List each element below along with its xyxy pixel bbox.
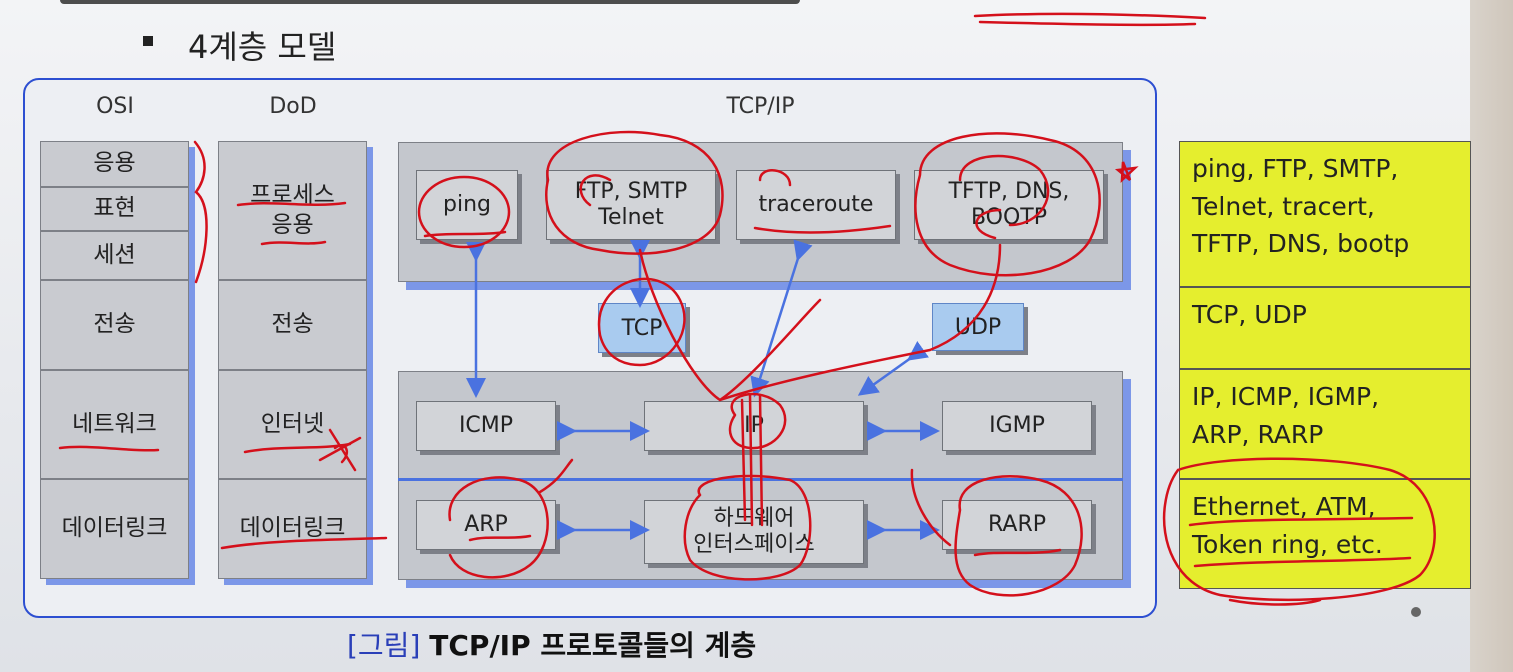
protocol-arrows [466,239,940,540]
osi-layer: 네트워크 [40,370,189,479]
dod-layer: 전송 [218,280,367,370]
osi-layer: 표현 [40,187,189,231]
examples-cell: ping, FTP, SMTP, Telnet, tracert, TFTP, … [1179,141,1471,287]
slide-heading: 4계층 모델 [188,28,337,66]
pointer-dot [1411,607,1421,617]
room-background [1470,0,1513,672]
dod-title: DoD [269,94,317,119]
dod-layer: 데이터링크 [218,479,367,579]
ip-box: IP [644,401,864,451]
examples-list: ping, FTP, SMTP, Telnet, tracert, TFTP, … [1179,141,1471,589]
igmp-box: IGMP [942,401,1092,451]
traceroute-box: traceroute [736,170,896,240]
top-bar [60,0,800,4]
ftp-smtp-telnet-box: FTP, SMTP Telnet [546,170,716,240]
examples-cell: Ethernet, ATM, Token ring, etc. [1179,479,1471,589]
arp-box: ARP [416,500,556,550]
ping-box: ping [416,170,518,240]
osi-layer: 세션 [40,231,189,280]
examples-cell: TCP, UDP [1179,287,1471,369]
caption-text: TCP/IP 프로토콜들의 계층 [429,629,757,662]
red-pen-annotations [58,12,1436,606]
osi-layer: 응용 [40,141,189,187]
bullet-icon [143,36,153,46]
caption-tag: [그림] [347,629,421,662]
tcpip-title: TCP/IP [726,94,795,119]
figure-caption: [그림] TCP/IP 프로토콜들의 계층 [347,624,756,664]
icmp-box: ICMP [416,401,556,451]
rarp-box: RARP [942,500,1092,550]
dod-layer: 프로세스 응용 [218,141,367,280]
osi-stack: 응용 표현 세션 전송 네트워크 데이터링크 [40,141,189,579]
hardware-interface-box: 하드웨어 인터스페이스 [644,500,864,564]
osi-layer: 데이터링크 [40,479,189,579]
tcp-box: TCP [598,303,686,353]
tftp-dns-bootp-box: TFTP, DNS, BOOTP [914,170,1104,240]
osi-title: OSI [96,94,134,119]
osi-layer: 전송 [40,280,189,370]
